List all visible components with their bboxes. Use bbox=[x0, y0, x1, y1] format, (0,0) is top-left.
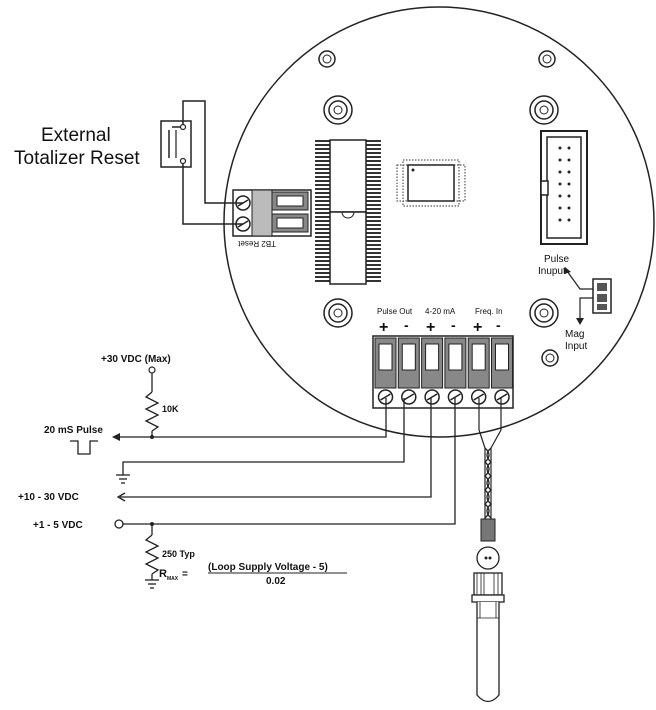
reset-wire-2 bbox=[182, 164, 243, 225]
standoff-bottom-right bbox=[529, 298, 559, 328]
processor-chip bbox=[396, 159, 466, 207]
mag-input-label-line1: Mag bbox=[565, 329, 584, 340]
circuit-board bbox=[223, 6, 655, 438]
terminal-minus-3: - bbox=[496, 317, 501, 333]
vdc-1-5-label: +1 - 5 VDC bbox=[33, 520, 83, 531]
reset-label-line1: External bbox=[41, 125, 111, 146]
rmax-symbol: R bbox=[159, 568, 167, 580]
terminal-plus-3: + bbox=[473, 319, 482, 336]
mount-hole-top-left bbox=[318, 50, 336, 68]
loop-power-circuit bbox=[116, 398, 432, 502]
pulse-input-label-line2: Inuput bbox=[538, 266, 566, 277]
terminal-plus-1: + bbox=[379, 319, 388, 336]
reset-label-line2: Totalizer Reset bbox=[14, 148, 140, 169]
tb2-label: TB2 Reset bbox=[237, 239, 276, 248]
standoff-top-left bbox=[323, 95, 353, 125]
r10k-label: 10K bbox=[162, 404, 179, 414]
mount-hole-top-right bbox=[538, 50, 556, 68]
memory-chip-lower bbox=[315, 211, 381, 285]
ground-circuit bbox=[116, 398, 405, 484]
ribbon-connector bbox=[540, 130, 588, 245]
vdc-10-30-label: +10 - 30 VDC bbox=[18, 492, 79, 503]
r250-label: 250 Typ bbox=[162, 549, 195, 559]
terminal-position-2 bbox=[397, 337, 420, 405]
freq-in-label: Freq. In bbox=[475, 307, 503, 316]
terminal-position-4 bbox=[444, 337, 467, 405]
reset-wire-1 bbox=[182, 100, 243, 204]
terminal-position-5 bbox=[467, 337, 490, 405]
standoff-top-right bbox=[529, 95, 559, 125]
terminal-position-3 bbox=[421, 337, 444, 405]
main-terminal-block bbox=[372, 335, 514, 409]
vdc-max-label: +30 VDC (Max) bbox=[101, 354, 171, 365]
rmax-subscript: MAX bbox=[167, 576, 179, 582]
reset-switch bbox=[160, 120, 192, 168]
analog-output-circuit bbox=[114, 398, 456, 589]
pulse-input-label-line1: Pulse bbox=[544, 254, 569, 265]
terminal-plus-2: + bbox=[426, 319, 435, 336]
rmax-denominator: 0.02 bbox=[266, 576, 286, 587]
pulse-output-circuit bbox=[70, 366, 387, 455]
pulse-label: 20 mS Pulse bbox=[44, 425, 103, 436]
sensor-cable bbox=[478, 398, 502, 542]
ma-label: 4-20 mA bbox=[425, 307, 456, 316]
mag-input-label-line2: Input bbox=[565, 341, 587, 352]
terminal-position-1 bbox=[374, 337, 397, 405]
terminal-position-6 bbox=[491, 337, 513, 405]
terminal-minus-2: - bbox=[451, 317, 456, 333]
memory-chip-upper bbox=[315, 139, 381, 213]
rmax-numerator: (Loop Supply Voltage - 5) bbox=[208, 562, 328, 573]
pulse-out-label: Pulse Out bbox=[377, 307, 413, 316]
terminal-minus-1: - bbox=[404, 317, 409, 333]
rmax-equals: = bbox=[182, 569, 188, 580]
magnetic-pickup-sensor bbox=[471, 546, 505, 703]
input-jumper bbox=[564, 267, 612, 325]
standoff-bottom-left bbox=[323, 298, 353, 328]
tb2-terminal-block bbox=[232, 189, 312, 237]
mount-hole-bottom-right bbox=[541, 349, 559, 367]
